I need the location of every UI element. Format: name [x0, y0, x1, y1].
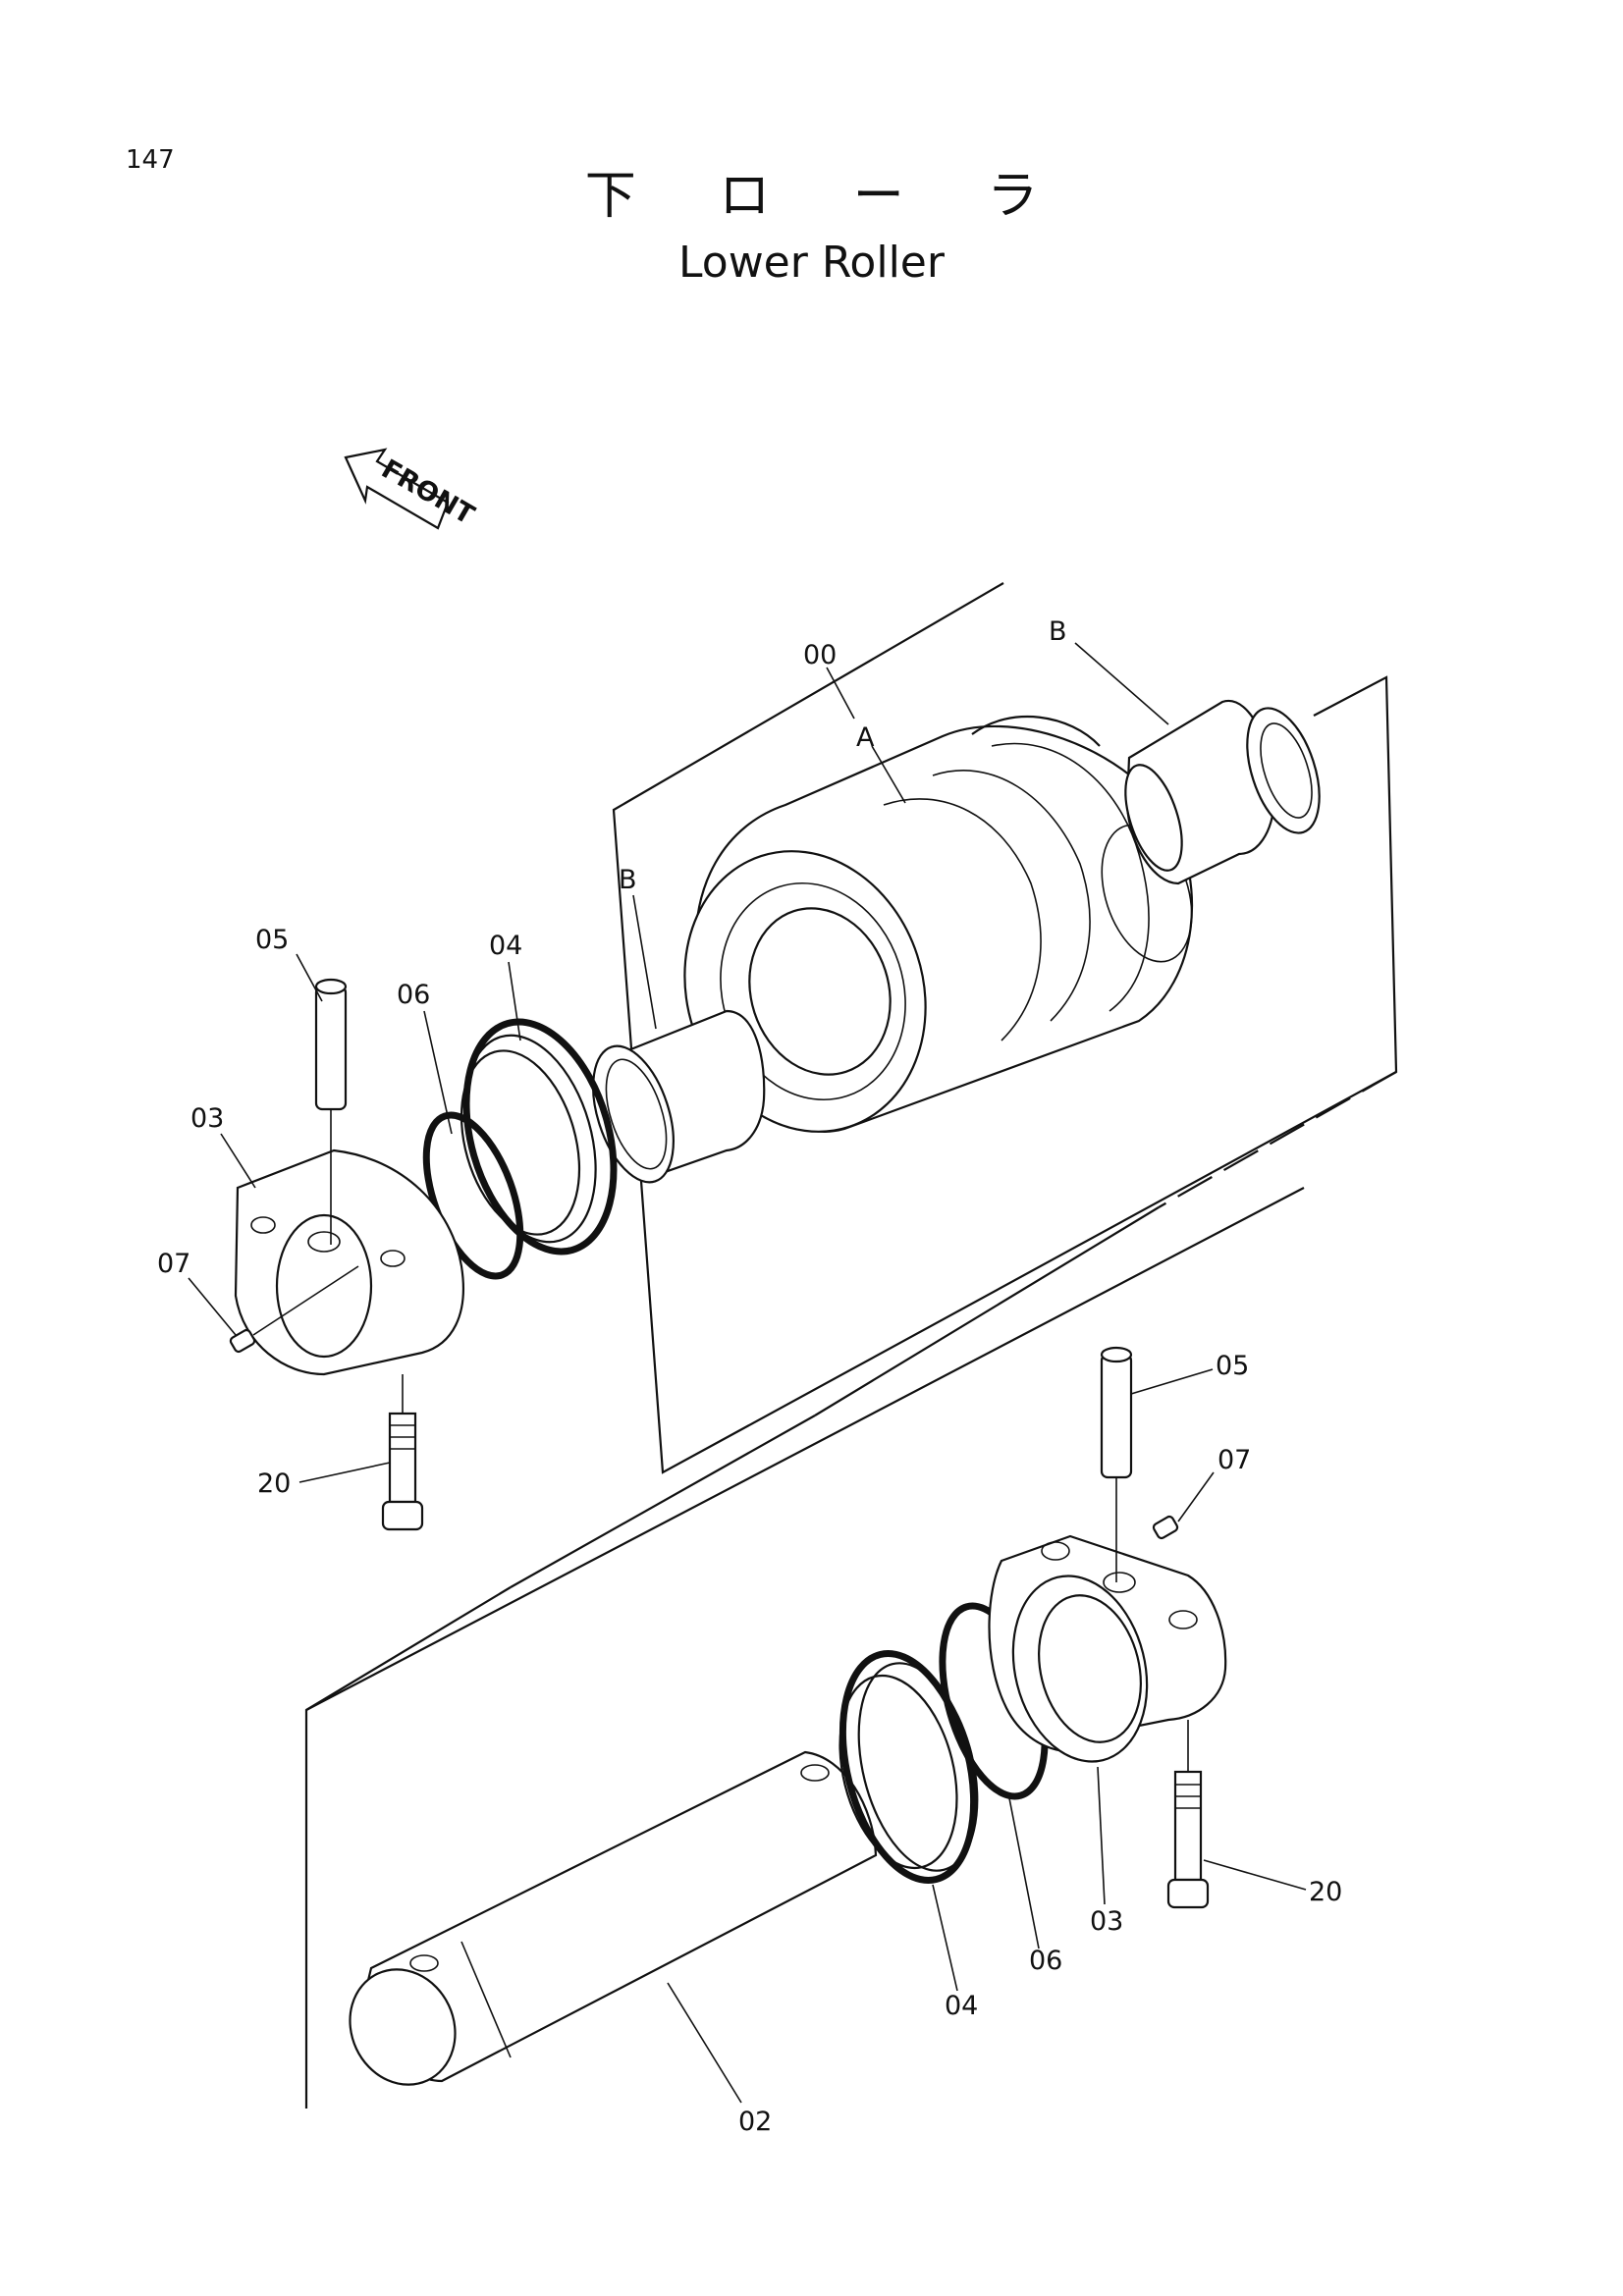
callout-20-upper: 20 — [257, 1468, 291, 1499]
floating-seal-upper — [460, 1018, 618, 1255]
callout-00: 00 — [803, 640, 837, 670]
set-screw-lower — [1152, 1515, 1179, 1540]
collar-upper — [234, 1148, 464, 1376]
leader-lines — [188, 642, 1307, 2104]
callout-04-upper: 04 — [489, 931, 522, 961]
callout-b-left: B — [619, 865, 637, 895]
callout-b-top: B — [1049, 616, 1067, 647]
front-arrow-icon: FRONT — [344, 448, 480, 531]
callout-03-upper: 03 — [190, 1103, 224, 1134]
title-block: 下 ロ ー ラ Lower Roller — [0, 165, 1623, 293]
callout-02: 02 — [738, 2107, 772, 2137]
roller-shaft — [349, 1750, 878, 2086]
set-screw-upper — [229, 1265, 359, 1354]
bolt-upper — [381, 1374, 424, 1531]
collar-lower — [988, 1534, 1227, 1763]
title-japanese: 下 ロ ー ラ — [584, 167, 1072, 226]
callout-03-lower: 03 — [1090, 1906, 1123, 1937]
upper-assembly-frame — [612, 582, 1398, 1474]
title-english: Lower Roller — [678, 238, 945, 288]
callout-07-upper: 07 — [157, 1249, 190, 1279]
bushing-right — [1124, 699, 1321, 885]
bushing-left — [592, 1009, 766, 1184]
callout-labels: 00 A B B 05 04 06 03 07 20 05 07 20 03 0… — [157, 616, 1342, 2137]
bolt-lower — [1166, 1720, 1210, 1909]
pin-lower — [1100, 1346, 1133, 1582]
page-number: 147 — [126, 145, 175, 175]
callout-06-upper: 06 — [397, 980, 430, 1010]
callout-07-lower: 07 — [1217, 1445, 1251, 1475]
callout-20-lower: 20 — [1309, 1877, 1342, 1907]
callout-a: A — [856, 722, 875, 753]
callout-06-lower: 06 — [1029, 1946, 1062, 1976]
callout-05-upper: 05 — [255, 925, 289, 955]
pin-upper — [314, 978, 348, 1245]
callout-05-lower: 05 — [1216, 1351, 1249, 1381]
callout-04-lower: 04 — [945, 1991, 978, 2021]
